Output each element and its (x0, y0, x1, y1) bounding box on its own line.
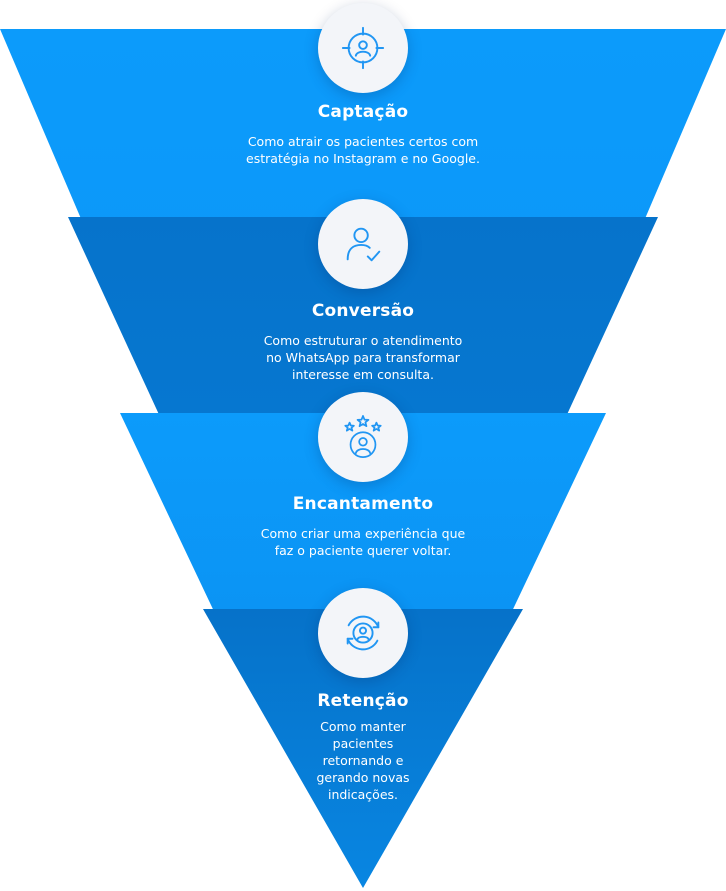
user-stars-icon (344, 415, 382, 458)
stage-description: Como manter pacientes retornando e geran… (263, 718, 463, 803)
stage-description: Como estruturar o atendimento no WhatsAp… (163, 332, 563, 383)
stage-4-icon-circle (318, 588, 408, 678)
stage-1-text: Captação Como atrair os pacientes certos… (163, 101, 563, 167)
stage-3-icon-circle (318, 392, 408, 482)
description-line: Como criar uma experiência que (260, 526, 466, 541)
description-line: pacientes (332, 736, 394, 751)
description-line: Como atrair os pacientes certos com (247, 134, 479, 149)
description-line: indicações. (327, 787, 399, 802)
user-cycle-icon (346, 615, 380, 651)
description-line: faz o paciente querer voltar. (274, 543, 452, 558)
stage-title: Retenção (317, 691, 409, 711)
description-line: gerando novas (316, 770, 410, 785)
stage-3-text: Encantamento Como criar uma experiência … (163, 493, 563, 559)
stage-2-icon-circle (318, 199, 408, 289)
description-line: estratégia no Instagram e no Google. (246, 151, 480, 166)
stage-4-text: Retenção Como manter pacientes retornand… (263, 690, 463, 803)
stage-title: Captação (317, 102, 409, 122)
stage-4-band (203, 609, 523, 888)
stage-description: Como atrair os pacientes certos com estr… (163, 133, 563, 167)
stage-title: Conversão (311, 301, 415, 321)
stage-2-text: Conversão Como estruturar o atendimento … (163, 300, 563, 383)
description-line: no WhatsApp para transformar (266, 350, 460, 365)
description-line: Como estruturar o atendimento (263, 333, 463, 348)
stage-title: Encantamento (292, 494, 434, 514)
description-line: Como manter (320, 719, 406, 734)
target-user-icon (341, 26, 385, 70)
stage-description: Como criar uma experiência que faz o pac… (163, 525, 563, 559)
stage-1-icon-circle (318, 3, 408, 93)
description-line: interesse em consulta. (292, 367, 434, 382)
user-check-icon (346, 227, 381, 262)
description-line: retornando e (322, 753, 404, 768)
